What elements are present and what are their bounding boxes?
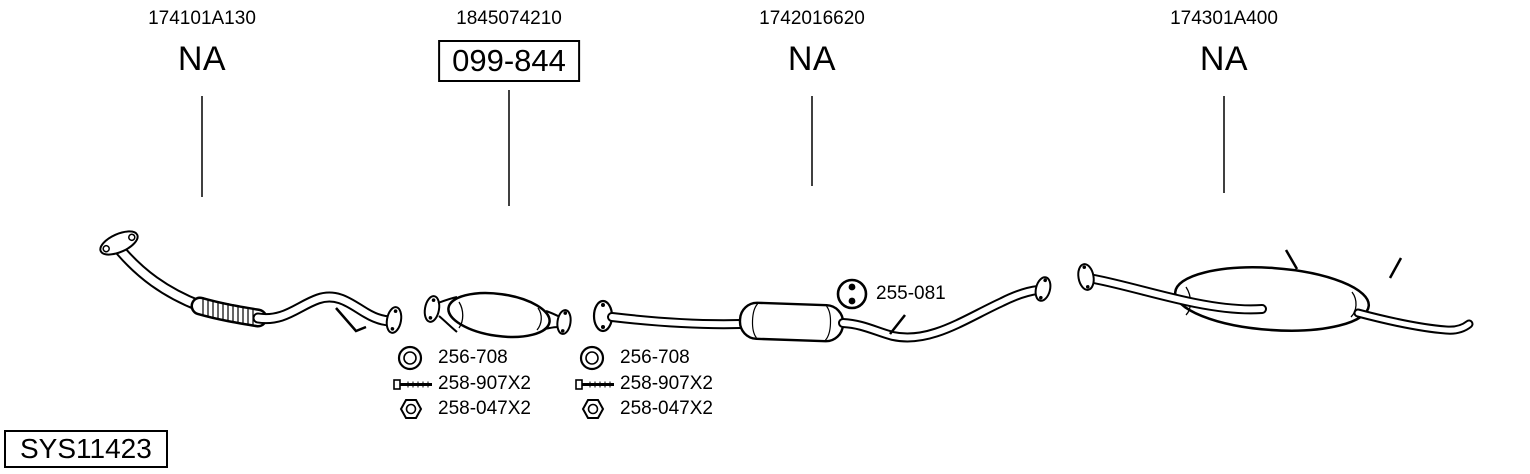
kit2-nut-part-number: 258-047X2 <box>620 398 713 419</box>
cat-inlet-flange-icon <box>423 295 441 323</box>
callout-4-label: NA <box>1199 40 1249 78</box>
kit2-bolt-part-number: 258-907X2 <box>620 373 713 394</box>
fitting-kit-icons-2 <box>575 345 614 419</box>
callout-2-label: 099-844 <box>438 40 580 82</box>
kit1-gasket-part-number: 256-708 <box>438 347 508 368</box>
front-pipe-end-flange-icon <box>385 306 403 334</box>
kit1-nut-part-number: 258-047X2 <box>438 398 531 419</box>
rear-inlet-flange-icon <box>1077 263 1095 291</box>
leader-lines <box>201 90 1225 206</box>
bolt-icon <box>575 379 614 390</box>
center-inlet-flange-icon <box>592 299 614 333</box>
rubber-hanger-icon <box>836 278 868 310</box>
callout-3-part-number: 1742016620 <box>759 8 865 29</box>
resonator-icon <box>738 301 845 343</box>
callout-4-part-number: 174301A400 <box>1170 8 1278 29</box>
center-outlet-flange-icon <box>1034 276 1052 302</box>
gasket-ring-icon <box>579 345 605 371</box>
catalytic-converter-drawing <box>423 291 572 339</box>
callout-1-part-number: 174101A130 <box>148 8 256 29</box>
nut-icon <box>581 399 605 419</box>
fitting-kit-icons-1 <box>393 345 432 419</box>
rear-muffler-drawing <box>1077 249 1474 335</box>
front-pipe-drawing <box>99 230 403 334</box>
center-muffler-pipe-drawing <box>592 276 1052 343</box>
system-code: SYS11423 <box>4 430 168 468</box>
hanger-part-number: 255-081 <box>876 283 946 304</box>
kit2-gasket-part-number: 256-708 <box>620 347 690 368</box>
cat-outlet-flange-icon <box>556 309 572 335</box>
bolt-icon <box>393 379 432 390</box>
callout-3-label: NA <box>787 40 837 78</box>
kit1-bolt-part-number: 258-907X2 <box>438 373 531 394</box>
callout-1-label: NA <box>177 40 227 78</box>
front-flange-icon <box>99 230 139 256</box>
callout-2-part-number: 1845074210 <box>456 8 562 29</box>
gasket-ring-icon <box>397 345 423 371</box>
nut-icon <box>399 399 423 419</box>
